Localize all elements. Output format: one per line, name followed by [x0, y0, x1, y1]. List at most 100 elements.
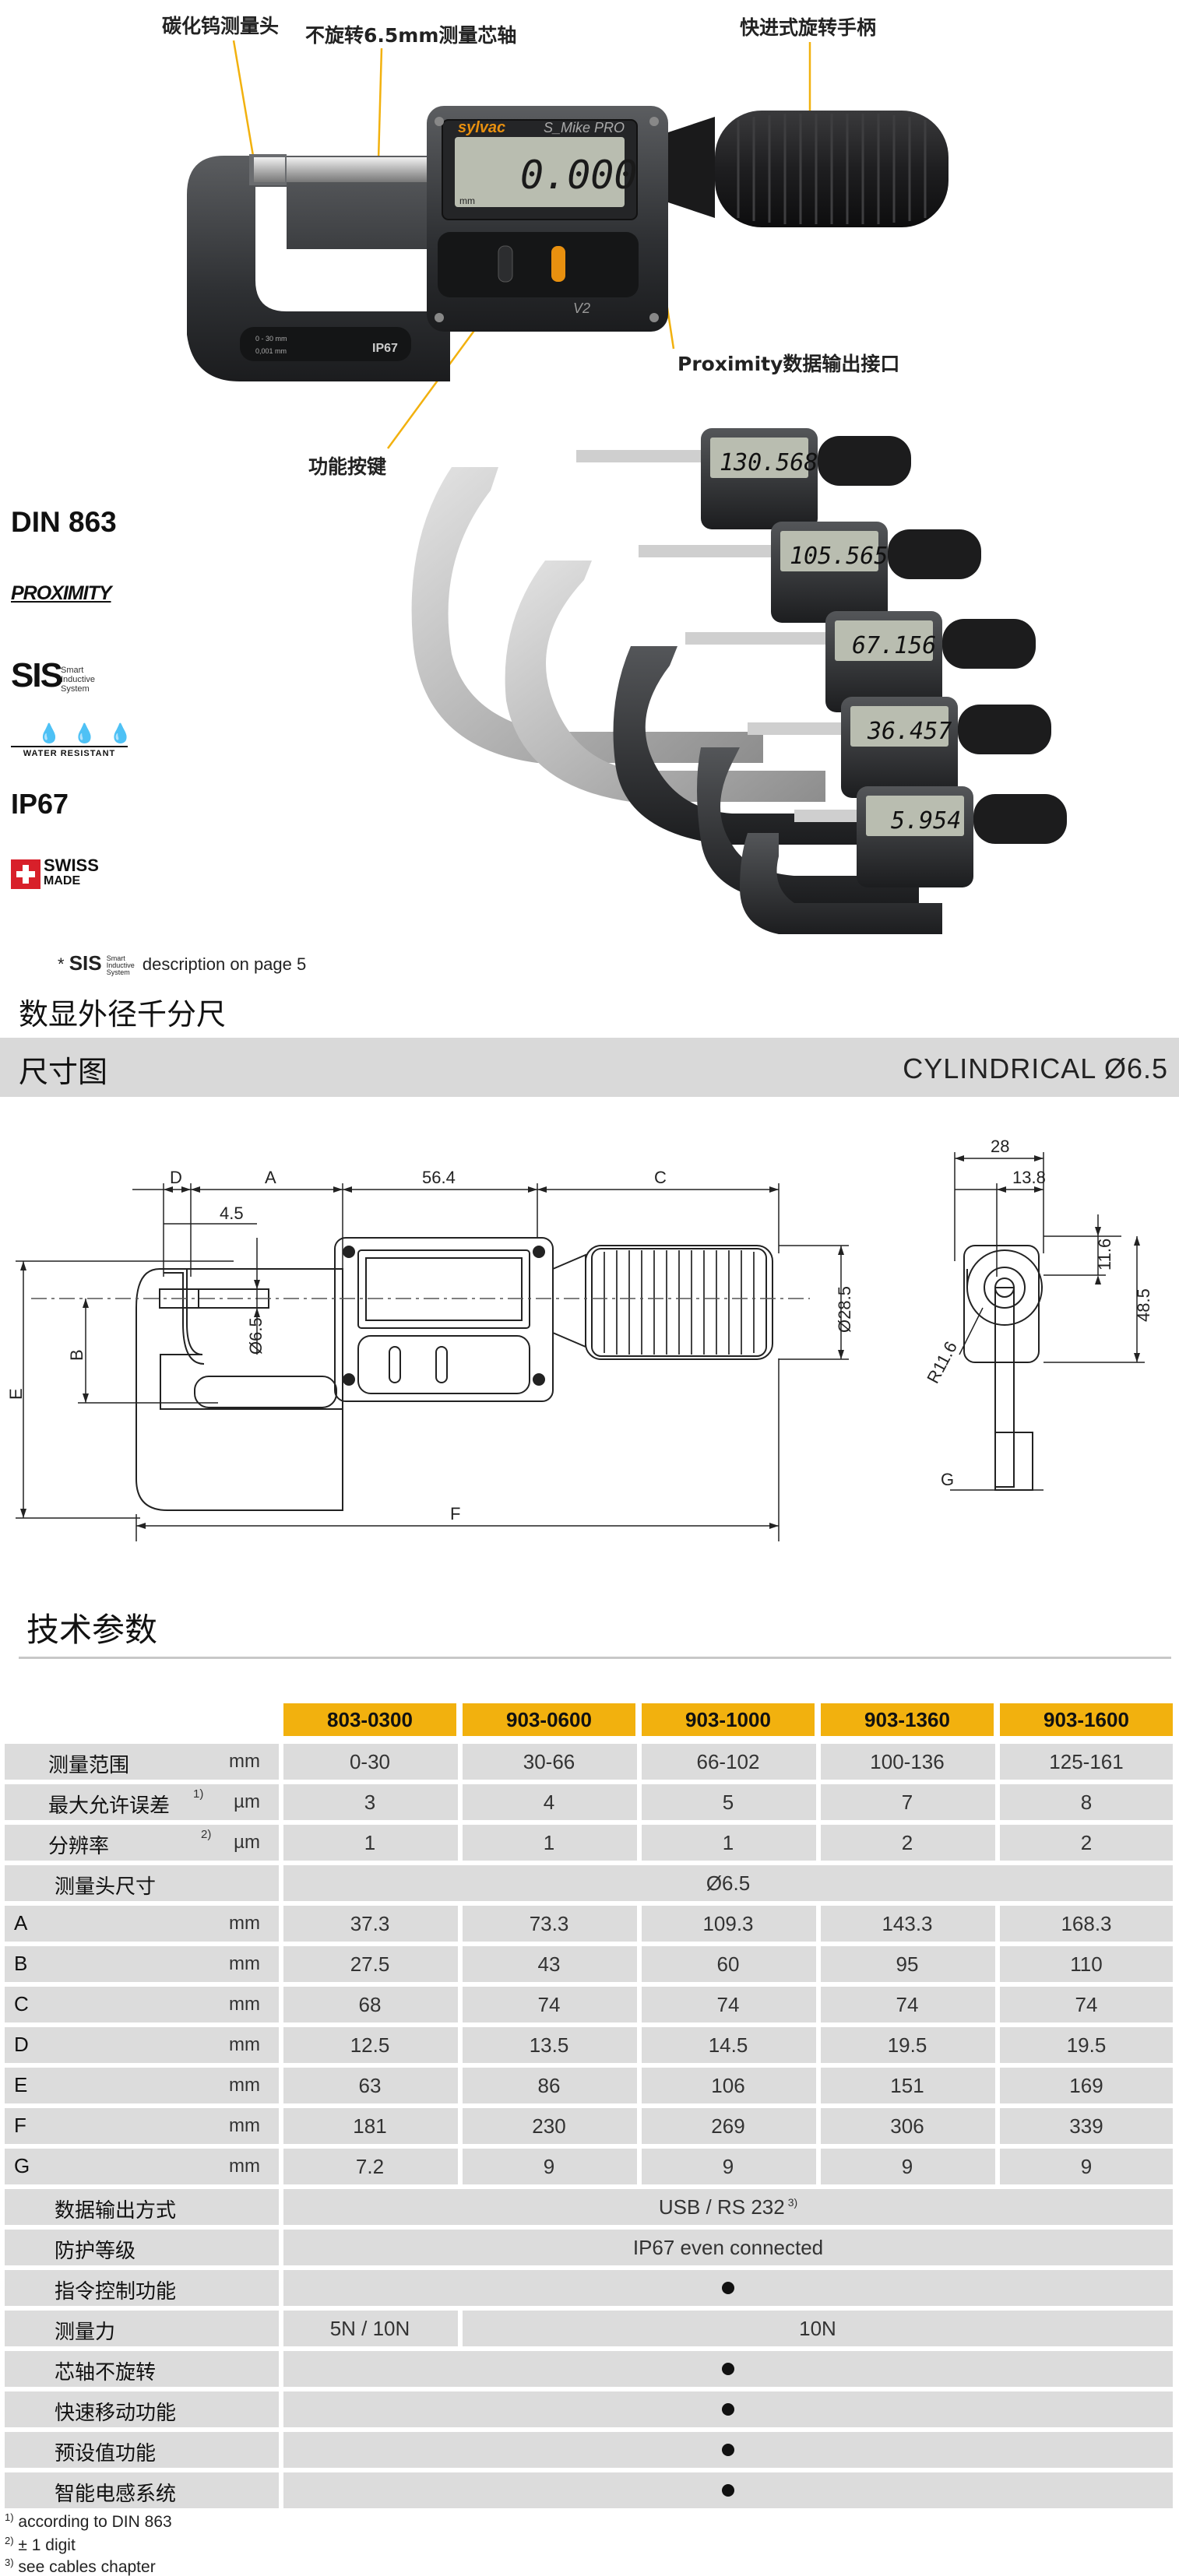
table-cell: 74: [716, 1993, 740, 2016]
table-cell: 68: [358, 1993, 382, 2016]
section-bar-title: 尺寸图: [19, 1055, 108, 1089]
sis-logo-subtitle: Smart Inductive System: [61, 666, 96, 694]
row-unit: mm: [229, 2115, 260, 2136]
swiss-made-logo: SWISS MADE: [44, 856, 99, 888]
table-cell: 12.5: [350, 2033, 390, 2057]
row-label: 数据输出方式: [55, 2199, 177, 2223]
row-label: C: [14, 1992, 29, 2015]
dim-label-b: B: [67, 1349, 86, 1361]
table-cell: 63: [358, 2074, 382, 2097]
device-reading: 0.000: [520, 153, 638, 198]
bullet-dot-icon: [722, 2282, 734, 2294]
row-label: F: [14, 2114, 26, 2137]
dim-label-56-4: 56.4: [422, 1168, 456, 1187]
water-resistant-logo: WATER RESISTANT: [11, 746, 128, 758]
table-row: [5, 1946, 1173, 1982]
row-label: 分辨率: [48, 1835, 110, 1858]
dim-label-d28-5: Ø28.5: [835, 1286, 854, 1333]
callout-spindle: 不旋转6.5mm测量芯轴: [305, 24, 517, 47]
sis-footnote: * SIS Smart Inductive System description…: [58, 951, 307, 976]
table-cell: 109.3: [702, 1912, 754, 1935]
callout-thimble: 快进式旋转手柄: [740, 16, 877, 39]
table-cell: 37.3: [350, 1912, 390, 1935]
dim-label-13-8: 13.8: [1012, 1168, 1046, 1187]
table-cell: 30-66: [523, 1750, 575, 1773]
dim-label-4-5: 4.5: [220, 1204, 244, 1223]
micrometer-illustration: sylvac S_Mike PRO 0.000 mm V2 0 - 30 mm …: [187, 106, 948, 381]
footnote-3: 3) see cables chapter: [5, 2557, 156, 2576]
table-cell: 168.3: [1061, 1912, 1112, 1935]
stack-reading-1: 130.568: [720, 449, 818, 476]
table-cell: 100-136: [870, 1750, 945, 1773]
row-label: 智能电感系统: [55, 2483, 177, 2506]
table-cell: 2: [1080, 1831, 1093, 1854]
column-header: 903-1600: [1000, 1703, 1173, 1736]
row-unit: mm: [229, 2075, 260, 2096]
device-model: S_Mike PRO: [544, 120, 625, 135]
cell-footnote-mark: 3): [787, 2196, 798, 2209]
stack-reading-4: 36.457: [867, 718, 952, 745]
ip67-logo: IP67: [11, 788, 69, 820]
table-cell: 9: [901, 2155, 913, 2178]
table-row: [5, 2270, 1173, 2306]
proximity-logo: PROXIMITY: [11, 582, 112, 604]
row-label: 最大允许误差: [48, 1794, 171, 1818]
spec-title: 技术参数: [26, 1611, 158, 1649]
device-version: V2: [573, 300, 590, 316]
water-drops-icon: 💧💧💧: [37, 723, 145, 744]
row-label: 芯轴不旋转: [55, 2361, 157, 2384]
bullet-dot-icon: [722, 2484, 734, 2497]
table-cell: 0-30: [349, 1750, 391, 1773]
row-unit: µm: [234, 1791, 260, 1812]
table-cell: 13.5: [529, 2033, 569, 2057]
row-unit: mm: [229, 1953, 260, 1974]
table-cell: 73.3: [529, 1912, 569, 1935]
row-unit: mm: [229, 2034, 260, 2055]
callout-buttons: 功能按键: [308, 455, 387, 478]
dim-label-g: G: [941, 1470, 954, 1489]
device-range-line2: 0,001 mm: [255, 347, 287, 355]
table-row: [5, 1825, 1173, 1861]
dim-label-c: C: [654, 1168, 667, 1187]
table-cell: 74: [896, 1993, 919, 2016]
table-cell: 110: [1070, 1952, 1103, 1976]
section-bar: [0, 1038, 1179, 1097]
table-cell: 4: [543, 1791, 555, 1814]
table-row: [5, 2149, 1173, 2184]
table-cell: 5N / 10N: [329, 2317, 410, 2340]
table-cell: 9: [722, 2155, 734, 2178]
table-cell: 151: [890, 2074, 924, 2097]
table-row: [5, 1784, 1173, 1820]
bullet-dot-icon: [722, 2403, 734, 2416]
table-row: [5, 2108, 1173, 2144]
dimension-drawing: D A 56.4 C 4.5 B E F Ø6.5 Ø28.5 28 13.8 …: [6, 1137, 1153, 1541]
table-row: [5, 2068, 1173, 2103]
table-cell: 339: [1069, 2114, 1103, 2138]
table-cell-span: Ø6.5: [706, 1871, 751, 1895]
table-cell: 74: [537, 1993, 561, 2016]
callout-proximity: Proximity数据输出接口: [677, 353, 900, 375]
column-header: 903-0600: [463, 1703, 635, 1736]
sis-logo: SIS: [11, 656, 63, 694]
table-cell: 5: [722, 1791, 734, 1814]
table-cell: 1: [722, 1831, 734, 1854]
table-row: [5, 1906, 1173, 1942]
device-brand: sylvac: [458, 119, 505, 136]
row-unit: mm: [229, 2156, 260, 2177]
button-right-icon: [551, 246, 565, 282]
device-range-line1: 0 - 30 mm: [255, 335, 287, 343]
table-cell: 43: [537, 1952, 561, 1976]
table-cell: 269: [711, 2114, 745, 2138]
row-label: 测量范围: [48, 1754, 130, 1777]
table-cell: 19.5: [887, 2033, 927, 2057]
table-cell: 7: [901, 1791, 913, 1814]
dim-label-48-5: 48.5: [1134, 1288, 1153, 1322]
row-label: G: [14, 2154, 30, 2177]
row-label-footnote-mark: 2): [201, 1828, 212, 1841]
table-cell: 9: [1080, 2155, 1093, 2178]
column-header: 903-1000: [642, 1703, 815, 1736]
table-row: [5, 1987, 1173, 2022]
din-863-logo: DIN 863: [11, 506, 117, 538]
row-label: 快速移动功能: [55, 2402, 177, 2425]
